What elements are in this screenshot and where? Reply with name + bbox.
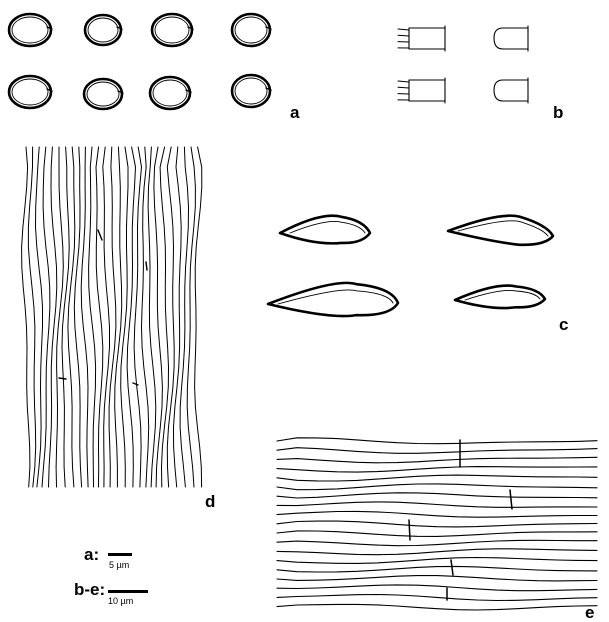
panel-label-e: e — [585, 604, 594, 621]
hypha-line — [81, 147, 88, 487]
basidium — [409, 28, 445, 49]
hypha-line — [277, 448, 597, 454]
scale-line-a — [108, 553, 132, 556]
spore-outline — [9, 76, 51, 108]
hypha-line — [277, 502, 597, 507]
hypha-line — [134, 147, 141, 487]
spore-wall — [87, 82, 119, 106]
cystidium — [455, 286, 545, 308]
hypha-septum — [510, 490, 512, 509]
hypha-line — [277, 595, 597, 601]
hypha-line — [277, 558, 597, 564]
spore-wall — [235, 17, 267, 43]
cystidium — [268, 283, 398, 316]
hypha-line — [89, 147, 96, 487]
sterigma — [398, 81, 409, 82]
hypha-line — [277, 467, 597, 473]
cystidium-wall — [278, 290, 393, 304]
hypha-line — [277, 493, 597, 498]
spore-wall — [235, 78, 267, 104]
sterigma — [398, 35, 409, 36]
hypha-septum — [146, 262, 147, 270]
cystidium — [280, 216, 370, 244]
scale-value-a: 5 µm — [109, 560, 129, 570]
hypha-line — [74, 147, 81, 487]
stipitipellis-hyphae-group — [22, 147, 202, 487]
panel-label-c: c — [559, 316, 568, 333]
hypha-septum — [409, 520, 410, 540]
hypha-line — [142, 147, 149, 487]
spore-wall — [153, 80, 187, 106]
spore-wall — [88, 18, 118, 42]
scale-key-b-e: b-e: — [74, 580, 105, 600]
cystidia-group — [268, 216, 553, 316]
hypha-line — [277, 549, 597, 555]
hypha-line — [154, 147, 163, 487]
spore-outline — [150, 77, 190, 109]
scale-bar-b-e: b-e: 10 µm — [74, 576, 174, 608]
hypha-line — [277, 484, 597, 490]
panel-label-d: d — [205, 493, 215, 510]
spore-outline — [232, 14, 270, 46]
hypha-line — [36, 147, 43, 487]
hypha-line — [22, 147, 30, 487]
cystidium — [448, 216, 553, 245]
basidiospores-group — [9, 14, 271, 109]
hypha-line — [56, 147, 63, 487]
hypha-septum — [98, 230, 102, 240]
scale-line-b-e — [108, 590, 148, 593]
spore-wall — [12, 17, 48, 43]
hypha-line — [42, 147, 50, 487]
spore-wall — [155, 17, 189, 43]
sterigma — [398, 29, 409, 30]
spore-wall — [12, 79, 48, 105]
basidium — [409, 80, 445, 101]
hypha-line — [277, 521, 597, 527]
hypha-line — [160, 147, 168, 487]
pileipellis-hyphae-group — [277, 438, 597, 610]
hypha-line — [68, 147, 75, 487]
basidiole — [494, 28, 528, 49]
scale-value-b-e: 10 µm — [108, 596, 133, 606]
hypha-line — [277, 540, 597, 545]
hypha-line — [109, 147, 116, 487]
hypha-line — [121, 147, 128, 487]
spore-outline — [9, 14, 51, 46]
hypha-line — [277, 604, 597, 610]
hypha-line — [277, 566, 597, 572]
scale-bar-a: a: 5 µm — [84, 545, 164, 575]
sterigma — [398, 87, 409, 88]
hypha-line — [277, 531, 597, 537]
hypha-line — [174, 147, 182, 487]
spore-outline — [84, 79, 122, 109]
hypha-septum — [451, 560, 453, 575]
basidia-group — [398, 26, 528, 103]
spore-outline — [152, 14, 192, 46]
hypha-septum — [59, 378, 66, 379]
hypha-line — [277, 475, 597, 481]
hypha-line — [277, 438, 597, 444]
hypha-line — [96, 147, 103, 487]
panel-label-a: a — [290, 104, 299, 121]
panel-label-b: b — [553, 104, 563, 121]
spore-outline — [85, 15, 121, 45]
hypha-line — [277, 457, 597, 463]
hypha-line — [277, 511, 597, 517]
hypha-septum — [133, 383, 138, 385]
spore-outline — [232, 75, 270, 107]
hypha-line — [277, 585, 597, 591]
basidiole — [494, 80, 528, 101]
hypha-line — [277, 576, 597, 581]
hypha-line — [103, 147, 110, 487]
hypha-line — [127, 147, 135, 487]
hypha-line — [180, 147, 188, 487]
scale-key-a: a: — [84, 545, 99, 565]
